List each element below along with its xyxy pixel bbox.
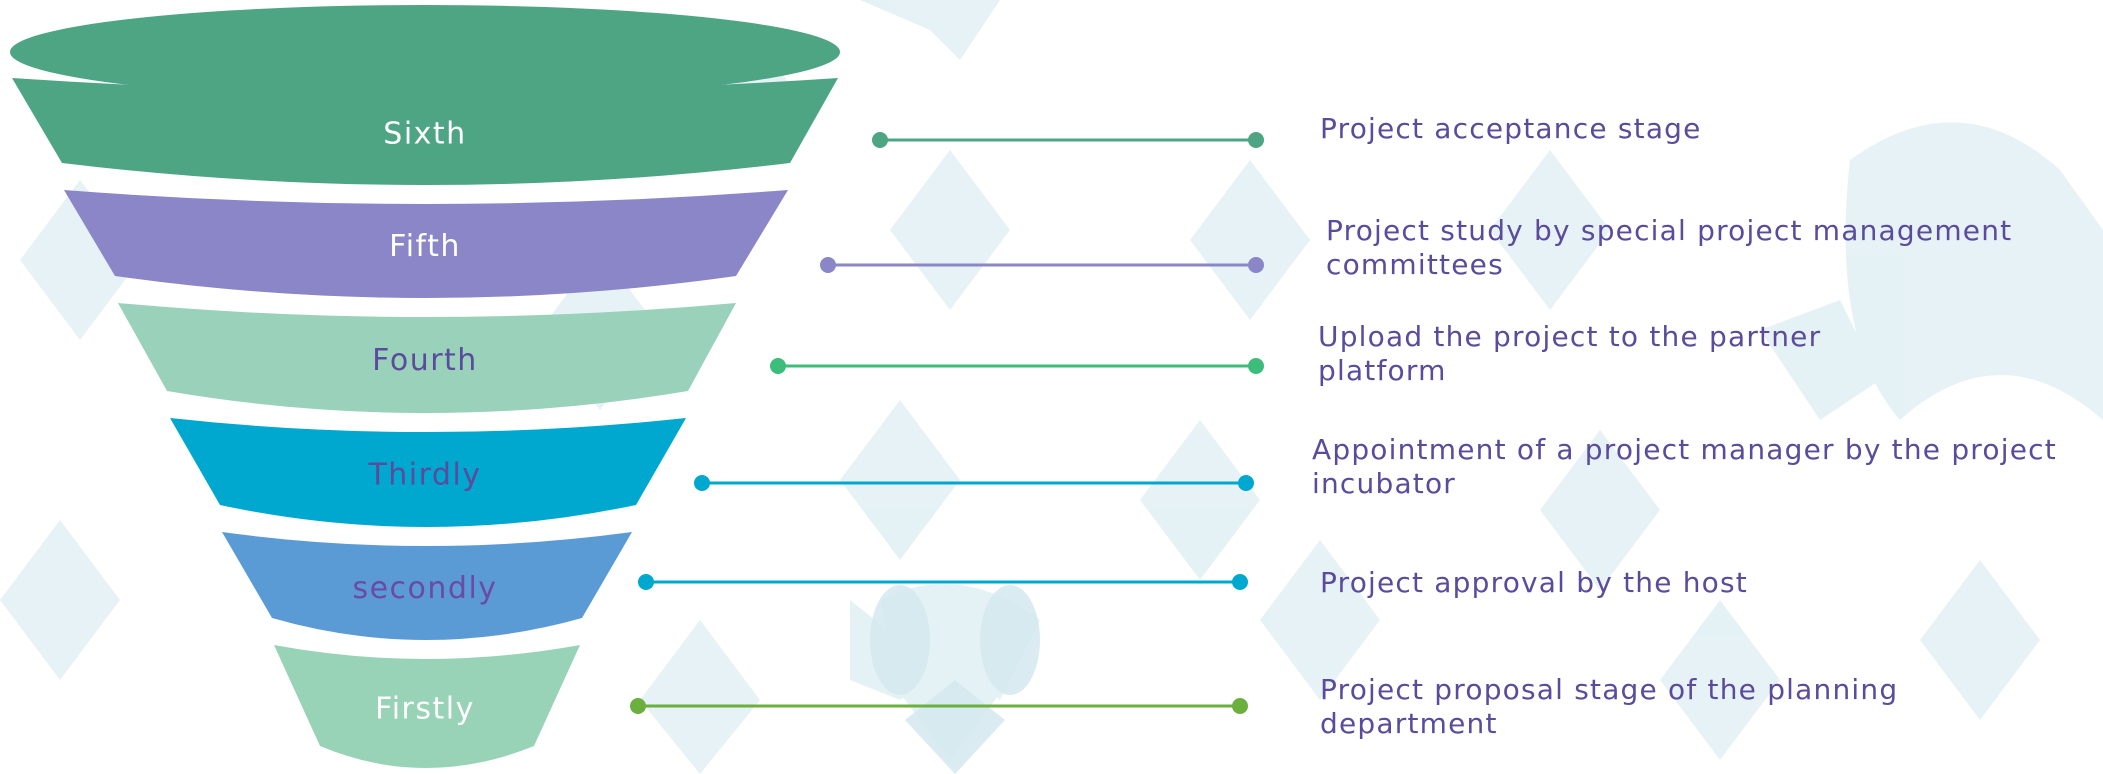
stage-description-sixth: Project acceptance stage: [1320, 112, 1702, 145]
connector-dot-third-end: [1238, 475, 1254, 491]
connector-dot-fifth-start: [820, 257, 836, 273]
funnel-stage-third: [170, 418, 686, 527]
funnel-stage-fifth: [64, 190, 788, 298]
stage-description-fourth: Upload the project to the partner platfo…: [1318, 320, 1822, 387]
stage-description-second: Project approval by the host: [1320, 566, 1748, 599]
funnel-stage-label-fourth: Fourth: [372, 343, 478, 378]
connector-dot-fourth-start: [770, 358, 786, 374]
stage-description-fifth: Project study by special project managem…: [1326, 214, 2013, 281]
connector-dot-second-end: [1232, 574, 1248, 590]
funnel-stage-label-first: Firstly: [375, 692, 475, 727]
funnel-stage-second: [222, 532, 632, 640]
funnel-stage-first: [274, 645, 580, 768]
funnel-stage-label-second: secondly: [352, 571, 497, 606]
funnel-stage-label-fifth: Fifth: [389, 229, 461, 264]
connector-dot-sixth-start: [872, 132, 888, 148]
funnel-top-opening: [10, 5, 840, 99]
funnel-stage-label-third: Thirdly: [367, 458, 481, 493]
connector-dot-fourth-end: [1248, 358, 1264, 374]
funnel-stage-fourth: [118, 303, 736, 413]
connector-dot-first-start: [630, 698, 646, 714]
funnel-stage-sixth: [12, 78, 838, 185]
connector-dot-first-end: [1232, 698, 1248, 714]
stage-description-third: Appointment of a project manager by the …: [1312, 433, 2057, 500]
connector-dot-fifth-end: [1248, 257, 1264, 273]
connector-dot-third-start: [694, 475, 710, 491]
connector-dot-second-start: [638, 574, 654, 590]
stage-description-first: Project proposal stage of the planning d…: [1320, 673, 1899, 740]
funnel-stage-label-sixth: Sixth: [383, 117, 466, 152]
connector-dot-sixth-end: [1248, 132, 1264, 148]
